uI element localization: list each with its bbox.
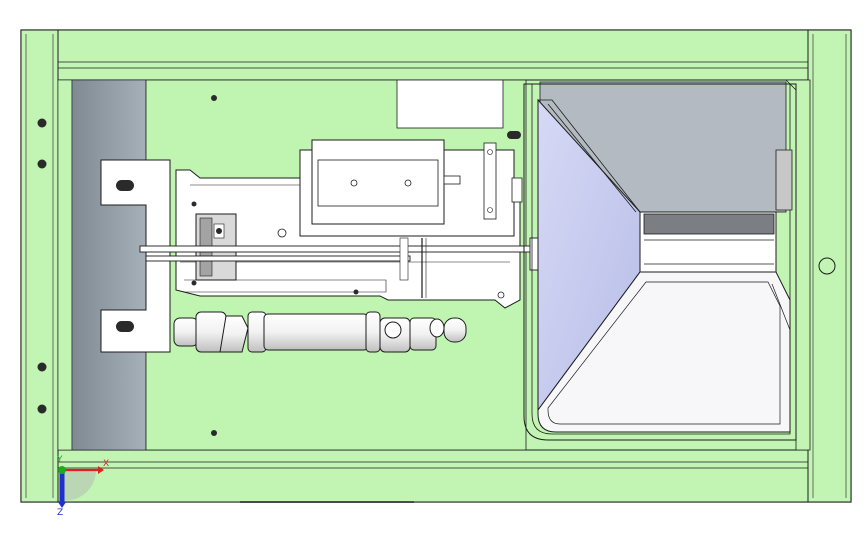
triad-x-label: X xyxy=(103,459,109,469)
linear-actuator xyxy=(299,139,523,237)
left-post xyxy=(20,29,59,503)
pneumatic-cylinder xyxy=(173,311,467,353)
mounting-hole xyxy=(37,159,47,169)
mounting-hole xyxy=(37,118,47,128)
triad-y-axis xyxy=(58,466,66,474)
mounting-hole xyxy=(37,404,47,414)
triad-y-label: Y xyxy=(56,455,63,465)
triad-z-label: Z xyxy=(57,508,63,518)
guide-rods xyxy=(139,237,541,298)
coordinate-triad: X Y Z xyxy=(56,455,109,518)
hopper xyxy=(523,79,811,451)
bottom-rail xyxy=(20,449,852,503)
label-plate xyxy=(396,79,504,129)
mounting-hole xyxy=(37,362,47,372)
mounting-bracket xyxy=(100,159,171,353)
left-cavity xyxy=(57,79,147,451)
top-rail xyxy=(20,29,852,81)
mounting-hole xyxy=(818,257,836,275)
